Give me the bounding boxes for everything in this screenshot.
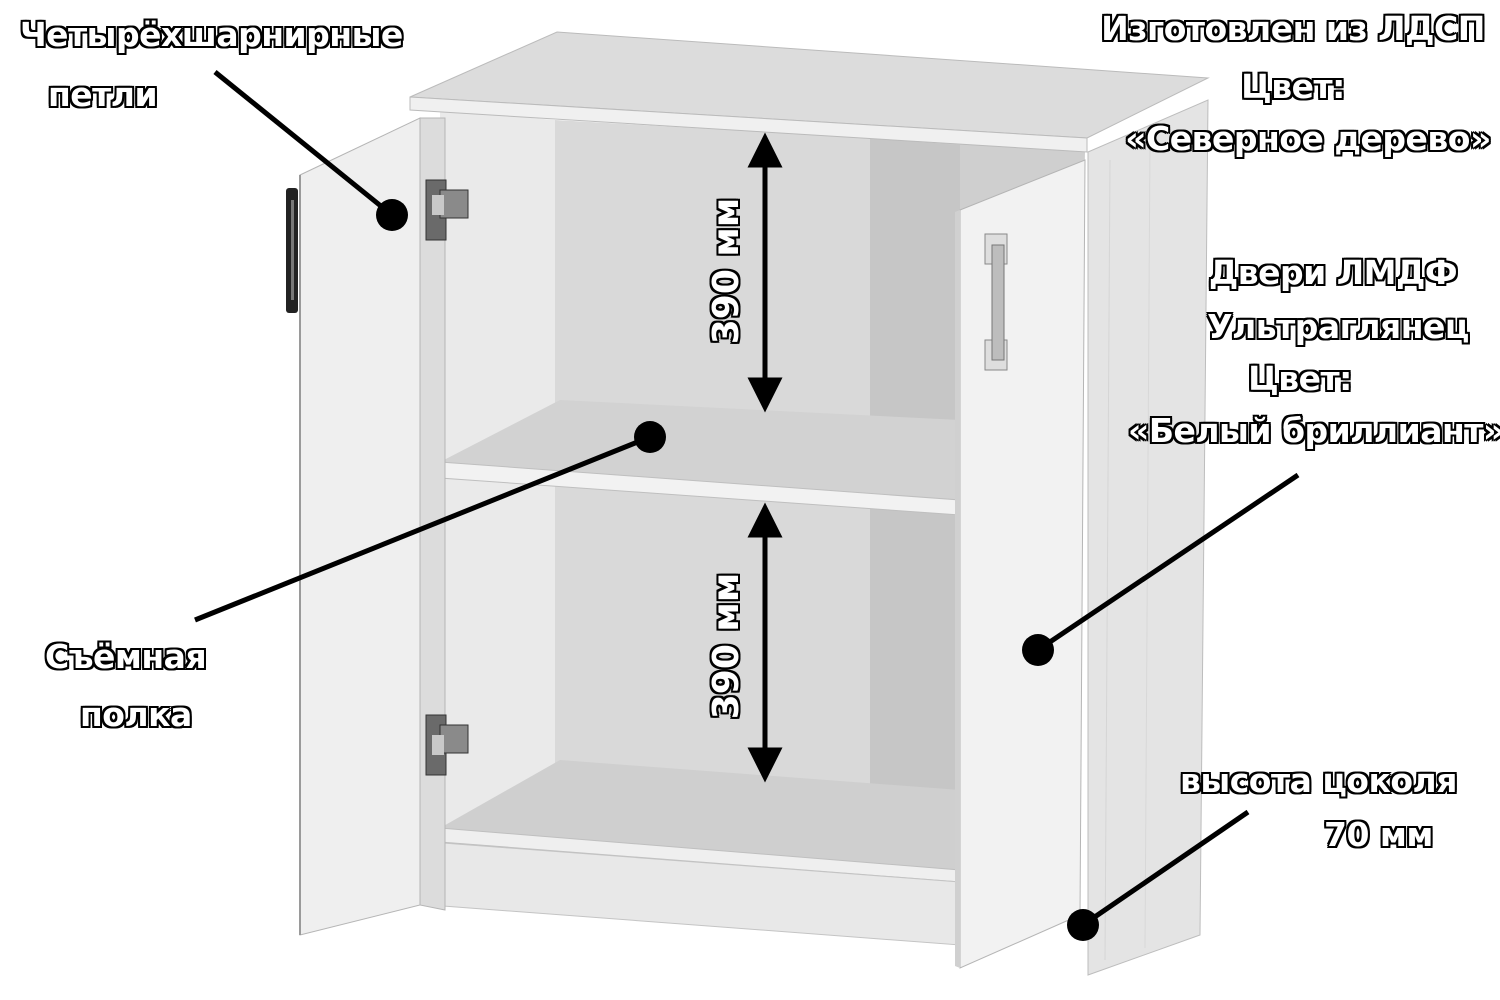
shelf-label-line2: полка [80, 695, 192, 734]
right-door-handle [984, 233, 1008, 371]
cabinet-shelf [440, 400, 960, 500]
hinges-callout-dot [376, 199, 408, 231]
upper-dimension-label: 390 мм [706, 197, 747, 345]
hinges-label-line1: Четырёхшарнирные [20, 15, 403, 54]
doors-label-line3: Цвет: [1248, 359, 1352, 398]
left-door [299, 117, 421, 936]
shelf-callout-dot [634, 421, 666, 453]
material-label-line3: «Северное дерево» [1125, 119, 1491, 158]
doors-leader-line [1036, 472, 1300, 653]
doors-callout-dot [1022, 634, 1054, 666]
plinth-label-line2: 70 мм [1324, 815, 1433, 854]
material-label-line2: Цвет: [1241, 67, 1345, 106]
doors-label-line4: «Белый бриллиант» [1128, 411, 1500, 450]
upper-hinge-icon [425, 179, 469, 241]
cabinet-bottom [440, 760, 960, 870]
plinth-leader-line [1081, 809, 1250, 928]
hinges-leader-line [213, 70, 394, 217]
plinth-callout-dot [1067, 909, 1099, 941]
right-door [959, 159, 1086, 969]
shelf-leader-line [194, 434, 651, 623]
lower-hinge-icon [425, 714, 469, 776]
material-label-line1: Изготовлен из ЛДСП [1101, 9, 1485, 48]
hinges-label-line2: петли [48, 75, 158, 114]
shelf-label-line1: Съёмная [45, 637, 207, 676]
plinth-label-line1: высота цоколя [1180, 761, 1457, 800]
doors-label-line2: Ультраглянец [1207, 307, 1469, 346]
lower-dimension-label: 390 мм [706, 572, 747, 720]
doors-label-line1: Двери ЛМДФ [1208, 253, 1458, 292]
